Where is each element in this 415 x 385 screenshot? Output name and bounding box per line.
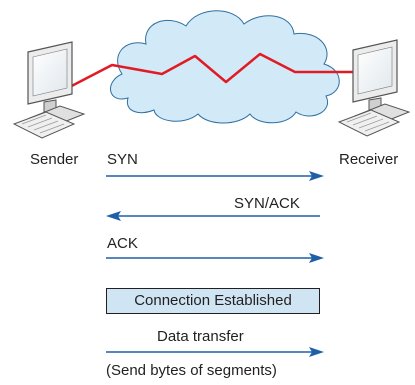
connection-established-box: Connection Established [106, 288, 320, 314]
ack-label: ACK [107, 235, 138, 252]
sender-label: Sender [30, 151, 79, 168]
data-transfer-arrow [106, 347, 324, 357]
data-transfer-label: Data transfer [157, 328, 244, 345]
data-transfer-sublabel: (Send bytes of segments) [106, 362, 277, 379]
ack-arrow [106, 253, 324, 263]
syn-ack-label: SYN/ACK [234, 195, 300, 212]
network-link [59, 52, 358, 94]
computer-icon [337, 39, 411, 137]
syn-arrow [106, 171, 324, 181]
receiver-label: Receiver [339, 151, 399, 168]
cloud-icon [110, 10, 340, 124]
syn-label: SYN [107, 151, 138, 168]
computer-icon [12, 41, 86, 139]
syn-ack-arrow [106, 211, 320, 221]
